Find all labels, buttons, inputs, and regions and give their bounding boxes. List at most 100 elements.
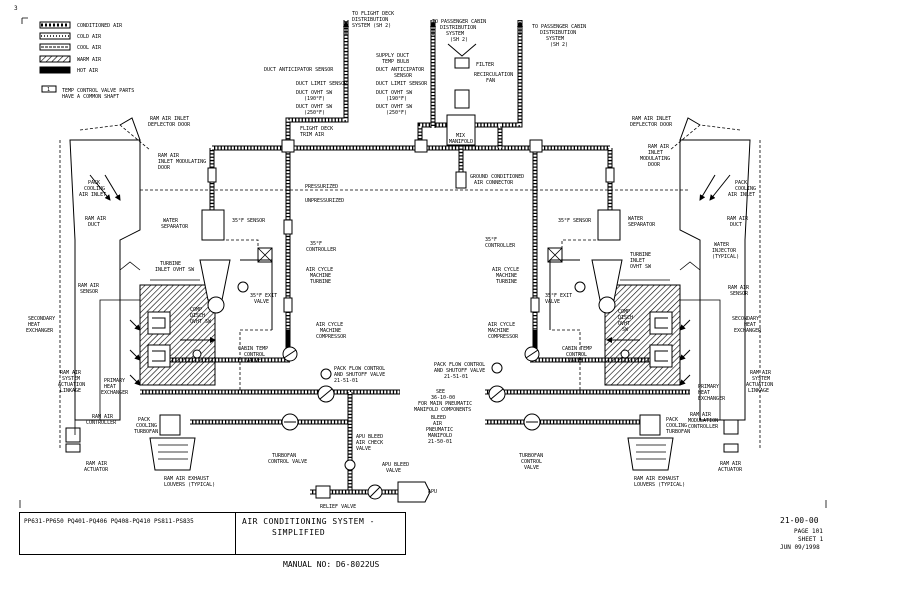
legend-cool-swatch (39, 43, 71, 51)
label-turbine-inlet-l-1: TURBINE (160, 261, 181, 267)
label-pack-flow-l-2: AND SHUTOFF VALVE (334, 372, 385, 378)
label-pack-inlet-l-2: COOLING (84, 186, 105, 192)
label-to-flight-deck-3: SYSTEM (SH 2) (352, 23, 391, 29)
label-pax-cabin-b-3: SYSTEM (546, 36, 564, 42)
legend-label-cool: COOL AIR (77, 45, 102, 51)
label-exhaust-louvers-l-1: RAM AIR EXHAUST (164, 476, 209, 482)
label-pack-inlet-r-1: PACK (735, 180, 747, 186)
primary-heat-exchanger-left (147, 344, 171, 368)
label-exhaust-louvers-r-1: RAM AIR EXHAUST (634, 476, 679, 482)
label-pax-cabin-1: TO PASSENGER CABIN (432, 19, 486, 25)
title-block-divider (235, 513, 236, 554)
label-acm-comp-l-2: MACHINE (320, 328, 341, 334)
label-see-note-3: FOR MAIN PNEUMATIC (418, 401, 472, 407)
label-apu-check-1: APU BLEED (356, 434, 383, 440)
label-primary-hx-l-2: HEAT (104, 384, 116, 390)
label-exit-valve-r-2: VALVE (545, 299, 560, 305)
label-ram-sensor-r-1: RAM AIR (728, 285, 750, 291)
revision-date: JUN 09/1998 (780, 544, 820, 551)
label-ram-deflector-l-2: DEFLECTOR DOOR (148, 122, 191, 128)
label-exhaust-louvers-l-2: LOUVERS (TYPICAL) (164, 482, 215, 488)
mix-manifold (446, 114, 476, 146)
legend-label-cold: COLD AIR (77, 34, 102, 40)
label-secondary-hx-l-1: SECONDARY (28, 316, 55, 322)
component-labels: TO FLIGHT DECK DISTRIBUTION SYSTEM (SH 2… (26, 11, 773, 510)
legend: CONDITIONED AIR COLD AIR COOL AIR WARM A… (39, 21, 134, 100)
label-pack-fan-r-2: COOLING (666, 423, 687, 429)
label-ram-actuation-r-3: ACTUATION (746, 382, 773, 388)
label-turbofan-valve-r-2: CONTROL (521, 459, 542, 465)
label-pack-fan-l-3: TURBOFAN (134, 429, 158, 435)
secondary-heat-exchanger-right (649, 311, 673, 335)
label-cabin-valve-l-2: CONTROL (244, 352, 265, 358)
label-turbofan-valve-l-1: TURBOFAN (272, 453, 296, 459)
label-comp-disch-l-1: COMP (190, 307, 202, 313)
label-relief-valve: RELIEF VALVE (320, 504, 356, 510)
label-acm-turbine-r-2: MACHINE (496, 273, 517, 279)
label-duct-ovht-2b: (190°F) (386, 96, 407, 102)
flow-arrows (207, 21, 615, 313)
label-comp-disch-r-2: DISCH (618, 315, 633, 321)
label-ram-mod-l-1: RAM AIR (158, 153, 180, 159)
label-ram-actuator-r-1: RAM AIR (720, 461, 742, 467)
label-bleed-manifold-5: 21-50-01 (428, 439, 452, 445)
label-35-sensor-l: 35°F SENSOR (232, 218, 266, 224)
recirculation-fan-icon (454, 89, 470, 109)
label-ram-duct-r-1: RAM AIR (727, 216, 749, 222)
label-ram-controller-r-2: MODULATION (688, 418, 718, 424)
label-water-sep-r-1: WATER (628, 216, 644, 222)
label-pax-cabin-4: (SH 2) (450, 37, 468, 43)
label-apu: APU (428, 489, 437, 495)
label-ram-actuator-r-2: ACTUATOR (718, 467, 743, 473)
unpressurized-label: UNPRESSURIZED (305, 198, 344, 204)
label-turbofan-valve-l-2: CONTROL VALVE (268, 459, 307, 465)
relief-valve-icon (315, 485, 331, 499)
label-exit-valve-r-1: 35°F EXIT (545, 293, 572, 299)
label-bleed-manifold-3: PNEUMATIC (426, 427, 453, 433)
label-cabin-valve-l-3: VALVE (246, 358, 261, 364)
label-comp-disch-r-1: COMP (618, 309, 630, 315)
legend-cold-swatch (39, 32, 71, 40)
label-ram-deflector-r-1: RAM AIR INLET (632, 116, 671, 122)
label-ram-controller-r-3: CONTROLLER (688, 424, 719, 430)
label-ram-actuator-l-1: RAM AIR (86, 461, 108, 467)
label-exit-valve-l-2: VALVE (254, 299, 269, 305)
left-pack (59, 117, 335, 471)
label-pack-fan-l-2: COOLING (136, 423, 157, 429)
exit-valve-left-icon (237, 281, 249, 293)
legend-warm-swatch (39, 55, 71, 63)
label-primary-hx-l-1: PRIMARY (104, 378, 125, 384)
label-see-note-2: 36-10-00 (431, 395, 455, 401)
label-duct-ovht-1b: (190°F) (304, 96, 325, 102)
apu-group (315, 459, 431, 503)
label-comp-disch-l-2: DISCH (190, 313, 205, 319)
label-primary-hx-r-3: EXCHANGER (698, 396, 726, 402)
label-ram-mod-r-4: DOOR (648, 162, 661, 168)
label-cabin-valve-l-1: CABIN TEMP (238, 346, 268, 352)
label-ram-mod-l-2: INLET MODULATING (158, 159, 206, 165)
left-valve-m-icon (192, 349, 202, 359)
label-duct-ovht-2a: DUCT OVHT SW (376, 90, 413, 96)
label-35-controller-r-2: CONTROLLER (485, 243, 516, 249)
label-to-flight-deck-1: TO FLIGHT DECK (352, 11, 394, 17)
label-primary-hx-r-2: HEAT (698, 390, 710, 396)
label-cabin-valve-r-2: CONTROL (566, 352, 587, 358)
label-supply-duct-2: TEMP BULB (382, 59, 409, 65)
label-ram-duct-l-2: DUCT (88, 222, 100, 228)
label-pack-flow-r-1: PACK FLOW CONTROL (434, 362, 485, 368)
apu-icon (397, 481, 431, 503)
label-filter: FILTER (476, 62, 495, 68)
label-acm-comp-l-3: COMPRESSOR (316, 334, 347, 340)
label-primary-hx-l-3: EXCHANGER (101, 390, 129, 396)
label-supply-duct-1: SUPPLY DUCT (376, 53, 409, 59)
label-35-controller-l-2: CONTROLLER (306, 247, 337, 253)
label-secondary-hx-r-1: SECONDARY (732, 316, 759, 322)
label-pack-inlet-r-3: AIR INLET (728, 192, 755, 198)
legend-label-hot: HOT AIR (77, 68, 99, 74)
manual-number: MANUAL NO: D6-8022US (283, 560, 380, 569)
label-ram-actuation-l-2: SYSTEM (62, 376, 80, 382)
legend-note-symbol-box (41, 85, 57, 93)
acm-turbine-right (591, 259, 623, 301)
ground-connector-icon (455, 171, 467, 189)
